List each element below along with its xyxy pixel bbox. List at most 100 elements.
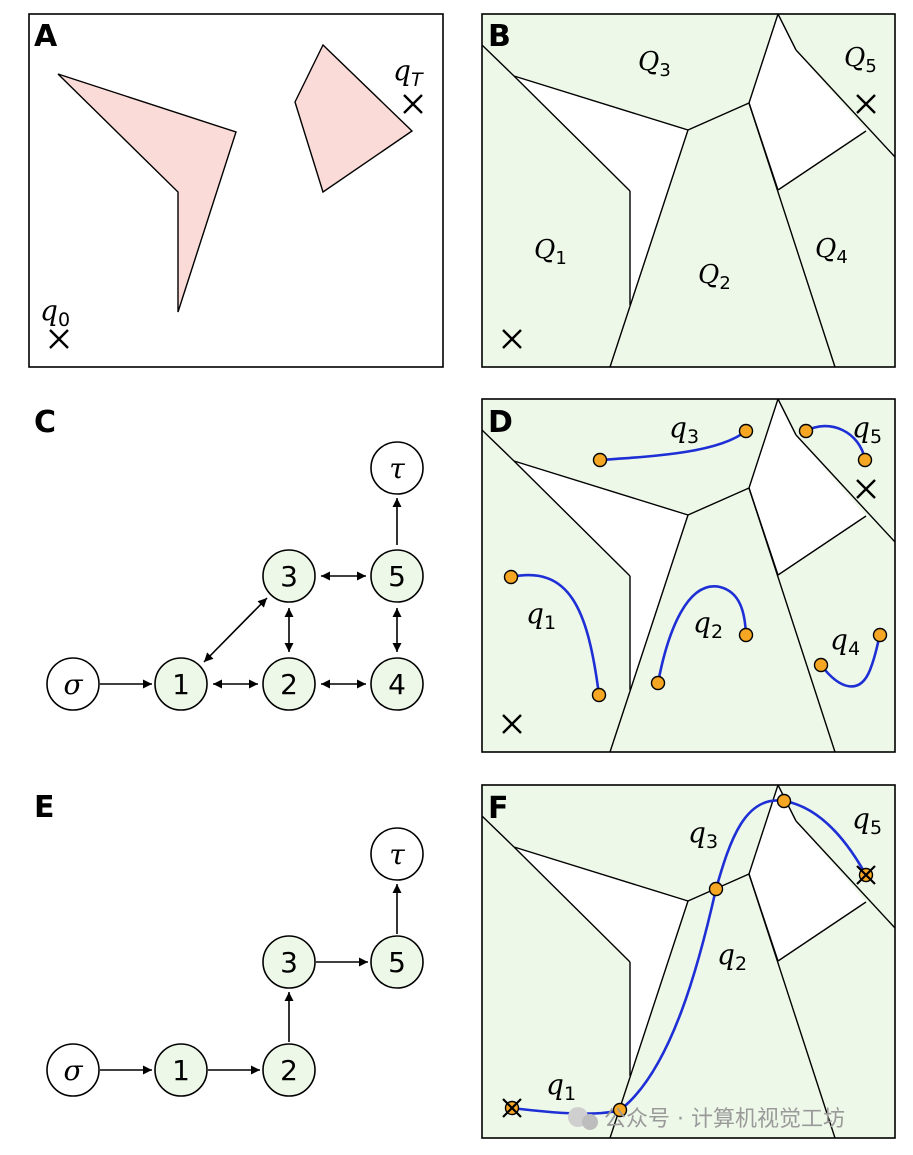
curve-q5	[805, 424, 867, 461]
goal-marker-f	[856, 865, 876, 885]
regions-diagram-f-region-q1	[482, 816, 630, 1138]
regions-diagram-f-boundary-line	[748, 873, 779, 962]
panel-e: E σ 1 2 3 5 τ	[34, 790, 424, 1097]
trajectory-label-q1: q1	[546, 1068, 576, 1105]
curve-label-q5: q5	[852, 411, 882, 448]
curve-label-q4: q4	[830, 623, 860, 660]
regions-diagram-b-boundary-line	[687, 102, 750, 131]
regions-diagram-f	[481, 784, 896, 1139]
start-marker	[49, 329, 69, 349]
region-label-2: Q2	[698, 260, 731, 294]
panel-b-letter: B	[488, 19, 511, 54]
svg-text:4: 4	[388, 668, 406, 701]
regions-diagram-b-region-q1	[482, 45, 630, 367]
node-e-tau: τ	[370, 827, 424, 881]
waypoint-2-3	[708, 881, 724, 897]
regions-diagram-f-region-q2	[610, 874, 835, 1138]
endpoint-q4-b	[872, 627, 888, 643]
regions-diagram-d	[481, 398, 896, 753]
panel-b: B Q3 Q5 Q1 Q4 Q2	[481, 13, 896, 368]
endpoint-q2-b	[738, 627, 754, 643]
endpoint-q5-a	[798, 423, 814, 439]
svg-text:τ: τ	[389, 452, 405, 485]
endpoint-q1-b	[591, 687, 607, 703]
panel-d-letter: D	[488, 405, 513, 440]
regions-diagram-d-free-region-right	[749, 399, 866, 575]
goal-marker-b	[856, 94, 876, 114]
start-marker-f	[502, 1098, 522, 1118]
regions-diagram-b-boundary-line	[609, 129, 689, 368]
regions-diagram-b-boundary-line	[748, 102, 779, 191]
node-2: 2	[262, 657, 316, 711]
regions-diagram-d-boundary-line	[687, 487, 750, 516]
trajectory-label-q5: q5	[852, 802, 882, 839]
waypoint-3-5	[776, 793, 792, 809]
svg-text:5: 5	[388, 560, 406, 593]
region-label-4: Q4	[815, 234, 848, 268]
regions-diagram-d-region-q2	[610, 488, 835, 752]
svg-text:2: 2	[280, 668, 298, 701]
regions-diagram-d-boundary-line	[748, 398, 779, 489]
start-marker-b	[502, 329, 522, 349]
start-label: q0	[40, 294, 70, 331]
node-1: 1	[154, 657, 208, 711]
regions-diagram-d-boundary-line	[609, 514, 689, 753]
node-e-sigma: σ	[46, 1043, 100, 1097]
regions-diagram-f-boundary-line	[609, 900, 689, 1139]
panel-c-letter: C	[34, 405, 56, 440]
regions-diagram-b-boundary-line	[777, 13, 797, 51]
node-e-5: 5	[370, 935, 424, 989]
regions-diagram-b-free-region-right	[749, 14, 866, 190]
svg-text:τ: τ	[389, 838, 405, 871]
panel-a-frame	[28, 13, 444, 368]
regions-diagram-d-boundary-line	[777, 398, 797, 436]
panel-f-letter: F	[488, 791, 509, 826]
regions-diagram-f-boundary-line	[777, 901, 867, 962]
panel-f	[481, 784, 896, 1139]
svg-text:3: 3	[280, 946, 298, 979]
regions-diagram-b-boundary-line	[513, 75, 689, 131]
watermark-text: 公众号 · 计算机视觉工坊	[604, 1107, 845, 1132]
endpoint-q3-b	[738, 423, 754, 439]
regions-diagram-f-frame	[481, 784, 896, 1139]
regions-diagram-d-boundary-line	[748, 487, 779, 576]
regions-diagram-d-boundary-line	[481, 429, 515, 462]
panel-a-letter: A	[34, 19, 58, 54]
trajectory-label-q3: q3	[688, 816, 718, 853]
svg-text:σ: σ	[63, 1054, 83, 1087]
regions-diagram-f-region-q5	[778, 785, 895, 928]
node-4: 4	[370, 657, 424, 711]
regions-diagram-d-boundary-line	[513, 460, 689, 516]
regions-diagram-b-region-q3	[482, 14, 778, 130]
panel-f-curve: F q1 q2 q3 q5	[488, 791, 882, 1118]
watermark: 公众号 · 计算机视觉工坊	[568, 1107, 845, 1132]
regions-diagram-b-region-q5	[778, 14, 895, 157]
curve-label-q2: q2	[693, 606, 723, 643]
regions-diagram-b-boundary-line	[748, 13, 779, 104]
curve-q3	[599, 429, 747, 462]
region-label-1: Q1	[534, 235, 567, 269]
obstacle-left	[57, 73, 237, 313]
node-e-2: 2	[262, 1043, 316, 1097]
regions-diagram-f-boundary-line	[481, 815, 515, 848]
curve-q1	[510, 573, 601, 696]
svg-text:1: 1	[172, 1054, 190, 1087]
regions-diagram-f-free-region-right	[749, 785, 866, 961]
regions-diagram-b-boundary-line	[481, 44, 515, 77]
endpoint-q2-a	[650, 675, 666, 691]
panel-d	[481, 398, 896, 753]
edge-1-3	[203, 597, 268, 663]
regions-diagram-d-region-q4	[778, 516, 895, 752]
goal-marker	[403, 94, 423, 114]
regions-diagram-b-boundary-line	[777, 130, 867, 191]
regions-diagram-d-boundary-line	[777, 515, 867, 576]
regions-diagram-d-frame	[481, 398, 896, 753]
regions-diagram-b	[481, 13, 896, 368]
node-3: 3	[262, 549, 316, 603]
regions-diagram-d-boundary-line	[795, 434, 896, 543]
endpoint-q3-a	[592, 452, 608, 468]
endpoint-q1-a	[503, 569, 519, 585]
svg-text:σ: σ	[63, 668, 83, 701]
trajectory-label-q2: q2	[717, 938, 747, 975]
